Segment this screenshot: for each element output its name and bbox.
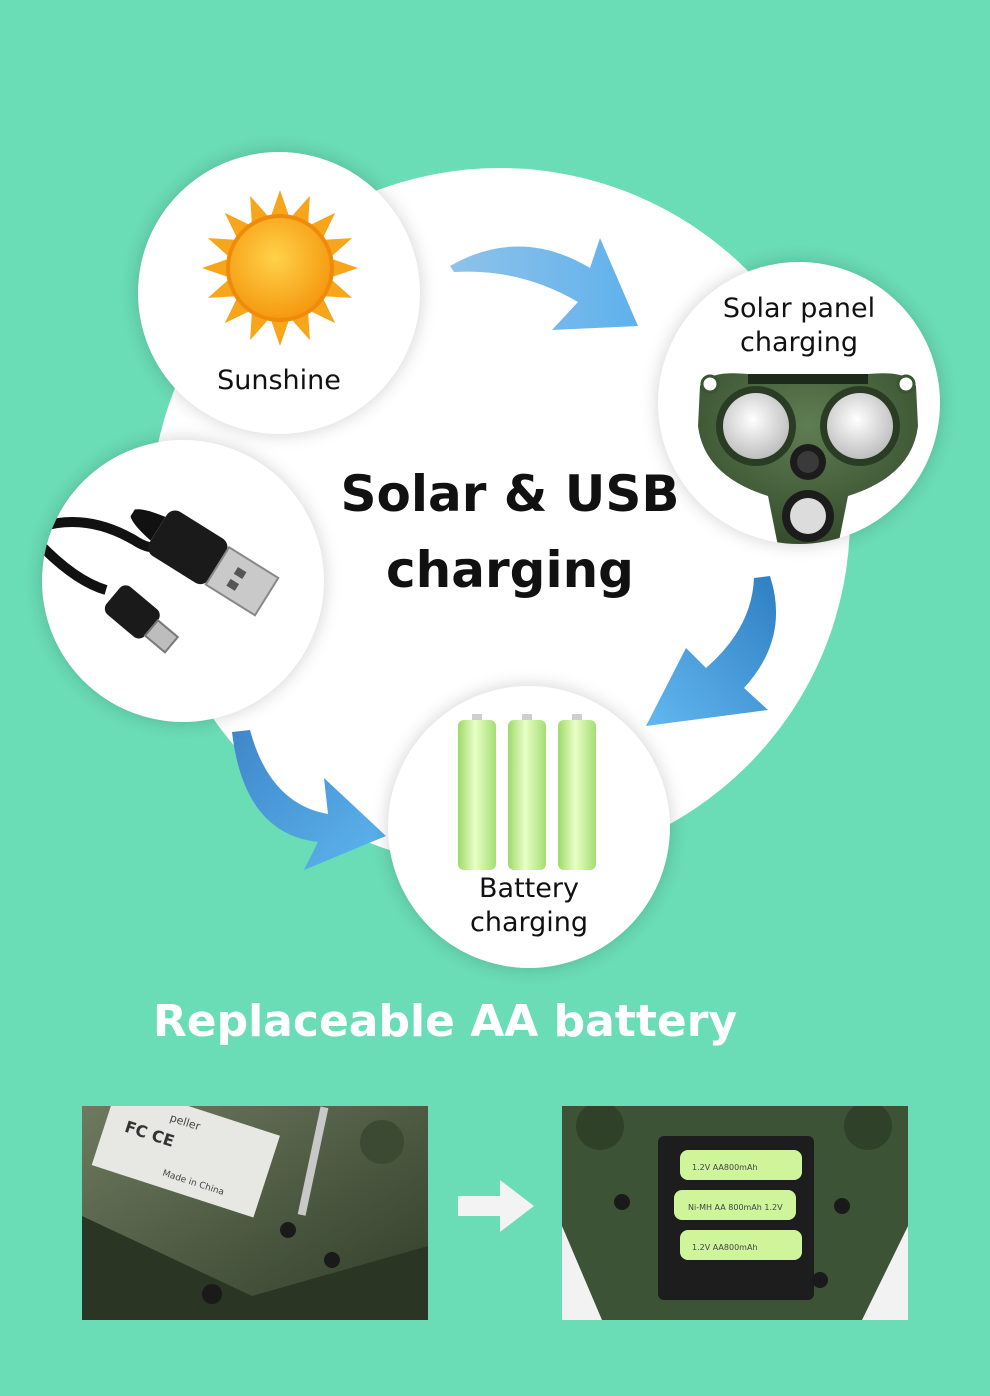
battery-label-line2: charging <box>469 907 589 938</box>
solar-label-line2: charging <box>739 327 859 358</box>
sun-icon <box>202 190 358 346</box>
battery-compartment-icon: 1.2V AA800mAh Ni-MH AA 800mAh 1.2V 1.2V … <box>562 1106 908 1320</box>
right-arrow-icon <box>458 1180 534 1232</box>
arrow-solar-to-battery-icon <box>646 576 777 726</box>
battery-print-1: 1.2V AA800mAh <box>692 1163 758 1172</box>
headline-line1: Solar & USB <box>340 465 680 523</box>
solar-label-line1: Solar panel <box>722 293 876 324</box>
replaceable-battery-heading: Replaceable AA battery <box>152 996 738 1047</box>
solar-panel-bubble: Solar panel charging <box>658 262 940 544</box>
headline: Solar & USB charging <box>300 456 720 608</box>
screwdriver-photo: peller FC CE Made in China <box>82 1106 428 1320</box>
usb-cable-bubble <box>42 440 324 722</box>
device-back-screwdriver-icon: peller FC CE Made in China <box>82 1106 428 1320</box>
battery-print-3: 1.2V AA800mAh <box>692 1243 758 1252</box>
arrow-sun-to-solar-icon <box>450 238 638 330</box>
solar-panel-label: Solar panel charging <box>658 292 940 360</box>
battery-label: Battery charging <box>388 872 670 940</box>
aa-batteries-icon <box>458 714 596 870</box>
headline-line2: charging <box>386 541 634 599</box>
animal-repeller-device-icon <box>698 373 918 544</box>
sunshine-bubble: Sunshine <box>138 152 420 434</box>
sunshine-label: Sunshine <box>217 365 341 396</box>
battery-print-2: Ni-MH AA 800mAh 1.2V <box>688 1203 783 1212</box>
usb-cable-icon <box>42 509 280 654</box>
arrow-usb-to-battery-icon <box>232 730 386 870</box>
battery-compartment-photo: 1.2V AA800mAh Ni-MH AA 800mAh 1.2V 1.2V … <box>562 1106 908 1320</box>
battery-label-line1: Battery <box>479 873 579 904</box>
battery-bubble: Battery charging <box>388 686 670 968</box>
